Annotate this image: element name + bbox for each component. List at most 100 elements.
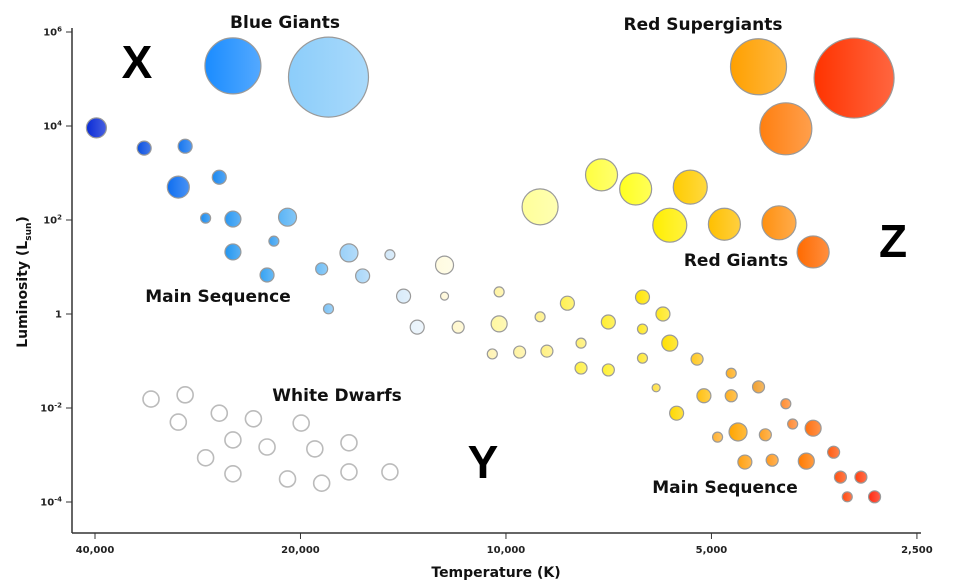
star-point (142, 390, 160, 408)
y-tick-label: 10-2 (40, 402, 62, 415)
x-tick-label: 10,000 (487, 545, 526, 556)
star-point (711, 431, 724, 443)
star-point (204, 37, 262, 95)
star-point (513, 345, 527, 359)
star-point (451, 320, 465, 334)
star-point (312, 474, 331, 493)
star-point (490, 315, 508, 333)
marker-z: Z (878, 215, 908, 267)
star-point (384, 249, 396, 261)
star-point (761, 205, 797, 241)
star-point (224, 464, 242, 483)
star-point (724, 389, 738, 403)
series-red-supergiants (729, 37, 895, 156)
star-point (751, 380, 766, 394)
star-point (258, 438, 276, 456)
y-tick-label: 106 (43, 26, 62, 39)
star-point (651, 383, 661, 393)
star-point (439, 291, 450, 301)
star-point (340, 463, 358, 481)
star-point (224, 431, 242, 449)
star-point (765, 453, 779, 467)
star-point (340, 433, 358, 452)
star-point (409, 319, 425, 335)
star-point (601, 363, 615, 377)
star-point (619, 172, 653, 206)
star-point (804, 419, 822, 437)
star-point (672, 169, 708, 205)
star-point (780, 398, 792, 410)
star-point (355, 268, 371, 284)
y-tick-label: 102 (43, 214, 62, 227)
star-point (211, 169, 227, 185)
star-point (244, 410, 263, 428)
star-point (797, 452, 815, 470)
star-point (287, 36, 370, 118)
star-point (758, 428, 772, 442)
star-point (306, 440, 324, 458)
star-point (395, 288, 412, 304)
star-point (136, 140, 152, 156)
star-point (210, 404, 229, 422)
star-point (827, 445, 841, 459)
star-point (322, 303, 335, 315)
star-point (493, 286, 505, 298)
star-point (166, 175, 190, 199)
star-point (652, 207, 688, 243)
star-point (224, 210, 242, 228)
star-point (759, 102, 813, 156)
label-main-sequence-upper: Main Sequence (145, 287, 291, 307)
star-point (278, 470, 297, 488)
star-point (725, 367, 737, 379)
label-red-giants: Red Giants (683, 251, 789, 271)
star-point (85, 117, 108, 139)
x-tick-label: 2,500 (901, 545, 933, 556)
series-red-giants (521, 158, 830, 269)
star-point (200, 212, 212, 224)
star-point (292, 414, 310, 432)
star-point (729, 38, 788, 96)
star-point (559, 295, 575, 311)
star-point (787, 418, 799, 430)
star-point (574, 361, 588, 375)
star-point (696, 388, 712, 404)
series-blue-giants (204, 36, 370, 118)
star-point (584, 158, 619, 192)
y-tick-label: 1 (55, 310, 62, 321)
star-point (854, 470, 868, 484)
star-point (655, 306, 671, 322)
star-point (833, 470, 848, 484)
star-point (169, 413, 188, 431)
star-point (534, 311, 546, 323)
x-axis-title: Temperature (K) (431, 565, 560, 581)
star-point (486, 348, 498, 360)
star-point (867, 490, 882, 504)
star-point (259, 267, 275, 283)
star-point (176, 386, 194, 404)
label-red-supergiants: Red Supergiants (623, 15, 783, 35)
label-white-dwarfs: White Dwarfs (272, 386, 402, 406)
marker-y: Y (467, 436, 499, 488)
star-point (669, 405, 685, 421)
star-point (434, 255, 455, 275)
star-point (177, 138, 193, 154)
x-tick-label: 5,000 (696, 545, 728, 556)
star-point (728, 422, 748, 442)
star-point (315, 262, 329, 276)
star-point (277, 207, 298, 227)
star-point (636, 352, 649, 364)
label-blue-giants: Blue Giants (230, 13, 340, 33)
star-point (575, 337, 587, 349)
marker-x: X (121, 36, 153, 88)
star-point (381, 463, 399, 481)
star-point (540, 344, 554, 358)
star-point (521, 188, 559, 226)
star-point (737, 454, 753, 470)
x-tick-label: 40,000 (76, 545, 115, 556)
label-main-sequence-lower: Main Sequence (652, 478, 798, 498)
star-point (707, 207, 741, 241)
star-point (224, 243, 242, 261)
y-tick-label: 10-4 (40, 496, 62, 509)
